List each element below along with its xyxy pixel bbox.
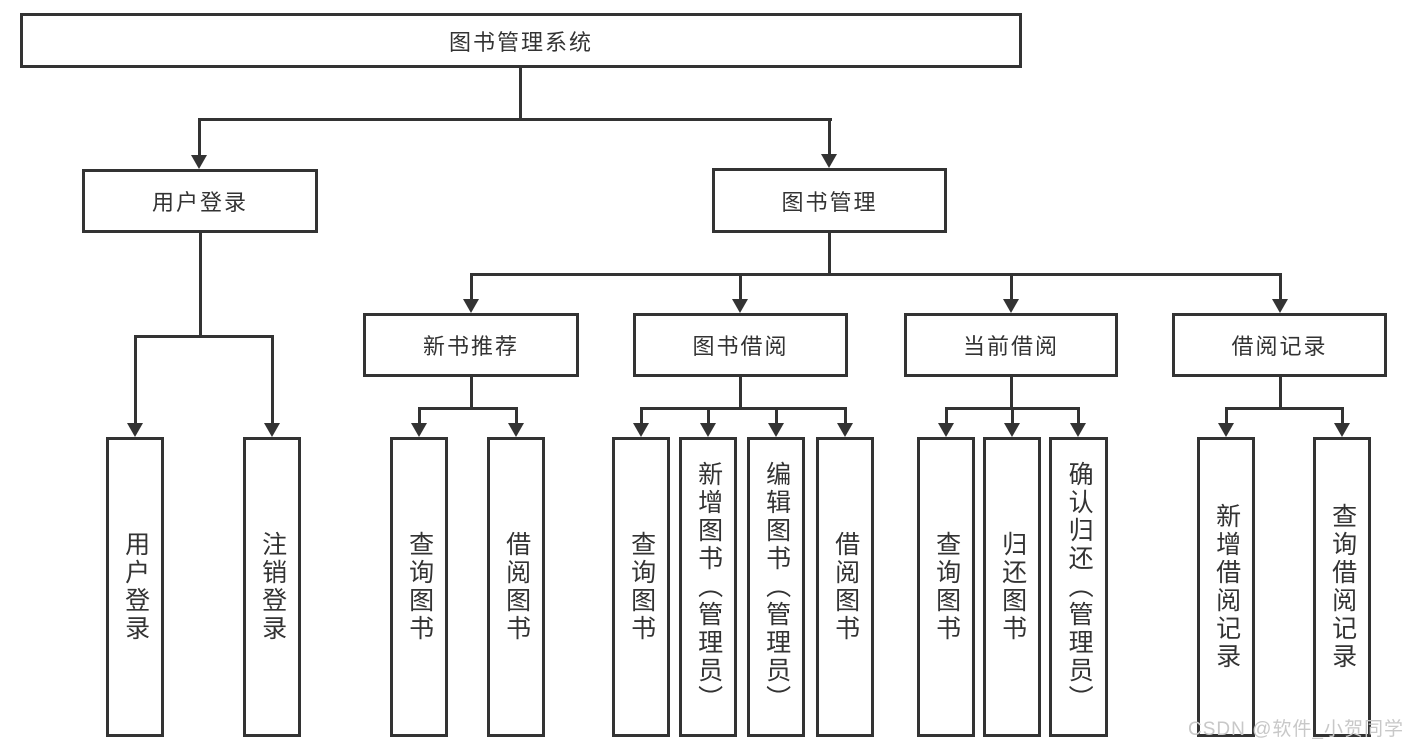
- node-new-book-recommend: 新书推荐: [363, 313, 579, 377]
- arrow-down-icon: [463, 299, 479, 313]
- leaf-borrow-book-1: 借阅图书: [487, 437, 545, 737]
- arrow-down-icon: [127, 423, 143, 437]
- arrow-down-icon: [1272, 299, 1288, 313]
- connector-line: [828, 233, 831, 273]
- arrow-down-icon: [633, 423, 649, 437]
- leaf-query-book-1: 查询图书: [390, 437, 448, 737]
- arrow-down-icon: [700, 423, 716, 437]
- connector-line: [1341, 407, 1344, 423]
- leaf-add-book: 新增图书（管理员）: [679, 437, 737, 737]
- leaf-user-login: 用户登录: [106, 437, 164, 737]
- arrow-down-icon: [191, 155, 207, 169]
- leaf-add-borrow-record-label: 新增借阅记录: [1212, 503, 1241, 671]
- connector-line: [470, 273, 473, 299]
- connector-line: [418, 407, 421, 423]
- node-user-login-label: 用户登录: [151, 190, 248, 215]
- leaf-add-book-label: 新增图书（管理员）: [694, 461, 723, 713]
- arrow-down-icon: [1004, 423, 1020, 437]
- leaf-borrow-book-2: 借阅图书: [816, 437, 874, 737]
- node-current-borrow: 当前借阅: [904, 313, 1118, 377]
- node-book-borrow-label: 图书借阅: [692, 334, 789, 359]
- leaf-edit-book: 编辑图书（管理员）: [747, 437, 805, 737]
- connector-line: [640, 407, 643, 423]
- leaf-logout-label: 注销登录: [258, 531, 287, 643]
- leaf-query-book-2-label: 查询图书: [627, 531, 656, 643]
- arrow-down-icon: [1218, 423, 1234, 437]
- connector-line: [739, 377, 742, 407]
- connector-line: [945, 407, 948, 423]
- arrow-down-icon: [1334, 423, 1350, 437]
- connector-line: [519, 68, 522, 121]
- node-root-label: 图书管理系统: [448, 29, 593, 55]
- leaf-borrow-book-1-label: 借阅图书: [502, 531, 531, 643]
- node-new-book-recommend-label: 新书推荐: [422, 334, 519, 359]
- node-book-management: 图书管理: [712, 168, 947, 233]
- leaf-return-book: 归还图书: [983, 437, 1041, 737]
- connector-line: [199, 233, 202, 335]
- connector-line: [739, 273, 742, 299]
- connector-line: [1010, 377, 1013, 407]
- leaf-query-book-1-label: 查询图书: [405, 531, 434, 643]
- arrow-down-icon: [264, 423, 280, 437]
- arrow-down-icon: [821, 154, 837, 168]
- arrow-down-icon: [768, 423, 784, 437]
- node-book-management-label: 图书管理: [781, 189, 878, 215]
- connector-line: [1010, 273, 1013, 299]
- connector-line: [828, 118, 831, 154]
- leaf-query-book-3-label: 查询图书: [932, 531, 961, 643]
- connector-line: [1225, 407, 1344, 410]
- arrow-down-icon: [837, 423, 853, 437]
- connector-line: [1225, 407, 1228, 423]
- connector-line: [1279, 273, 1282, 299]
- connector-line: [640, 407, 847, 410]
- leaf-query-borrow-record-label: 查询借阅记录: [1328, 503, 1357, 671]
- leaf-query-borrow-record: 查询借阅记录: [1313, 437, 1371, 737]
- node-root: 图书管理系统: [20, 13, 1022, 68]
- arrow-down-icon: [1070, 423, 1086, 437]
- node-user-login: 用户登录: [82, 169, 318, 233]
- leaf-add-borrow-record: 新增借阅记录: [1197, 437, 1255, 737]
- arrow-down-icon: [508, 423, 524, 437]
- leaf-return-book-label: 归还图书: [998, 531, 1027, 643]
- leaf-edit-book-label: 编辑图书（管理员）: [762, 461, 791, 713]
- arrow-down-icon: [411, 423, 427, 437]
- connector-line: [1279, 377, 1282, 407]
- node-book-borrow: 图书借阅: [633, 313, 848, 377]
- leaf-logout: 注销登录: [243, 437, 301, 737]
- arrow-down-icon: [1003, 299, 1019, 313]
- leaf-confirm-return-label: 确认归还（管理员）: [1065, 461, 1094, 713]
- leaf-user-login-label: 用户登录: [121, 531, 150, 643]
- connector-line: [775, 407, 778, 423]
- connector-line: [1011, 407, 1014, 423]
- connector-line: [515, 407, 518, 423]
- csdn-watermark: CSDN @软件_小贺同学: [1188, 719, 1404, 740]
- connector-line: [470, 273, 1282, 276]
- arrow-down-icon: [938, 423, 954, 437]
- connector-line: [707, 407, 710, 423]
- connector-line: [418, 407, 518, 410]
- leaf-borrow-book-2-label: 借阅图书: [831, 531, 860, 643]
- leaf-confirm-return: 确认归还（管理员）: [1049, 437, 1108, 737]
- connector-line: [199, 118, 832, 121]
- connector-line: [134, 335, 137, 423]
- node-current-borrow-label: 当前借阅: [962, 334, 1059, 359]
- node-borrow-record: 借阅记录: [1172, 313, 1387, 377]
- connector-line: [134, 335, 274, 338]
- connector-line: [844, 407, 847, 423]
- connector-line: [1077, 407, 1080, 423]
- leaf-query-book-2: 查询图书: [612, 437, 670, 737]
- connector-line: [198, 118, 201, 155]
- node-borrow-record-label: 借阅记录: [1231, 334, 1328, 359]
- arrow-down-icon: [732, 299, 748, 313]
- leaf-query-book-3: 查询图书: [917, 437, 975, 737]
- connector-line: [271, 335, 274, 423]
- connector-line: [470, 377, 473, 407]
